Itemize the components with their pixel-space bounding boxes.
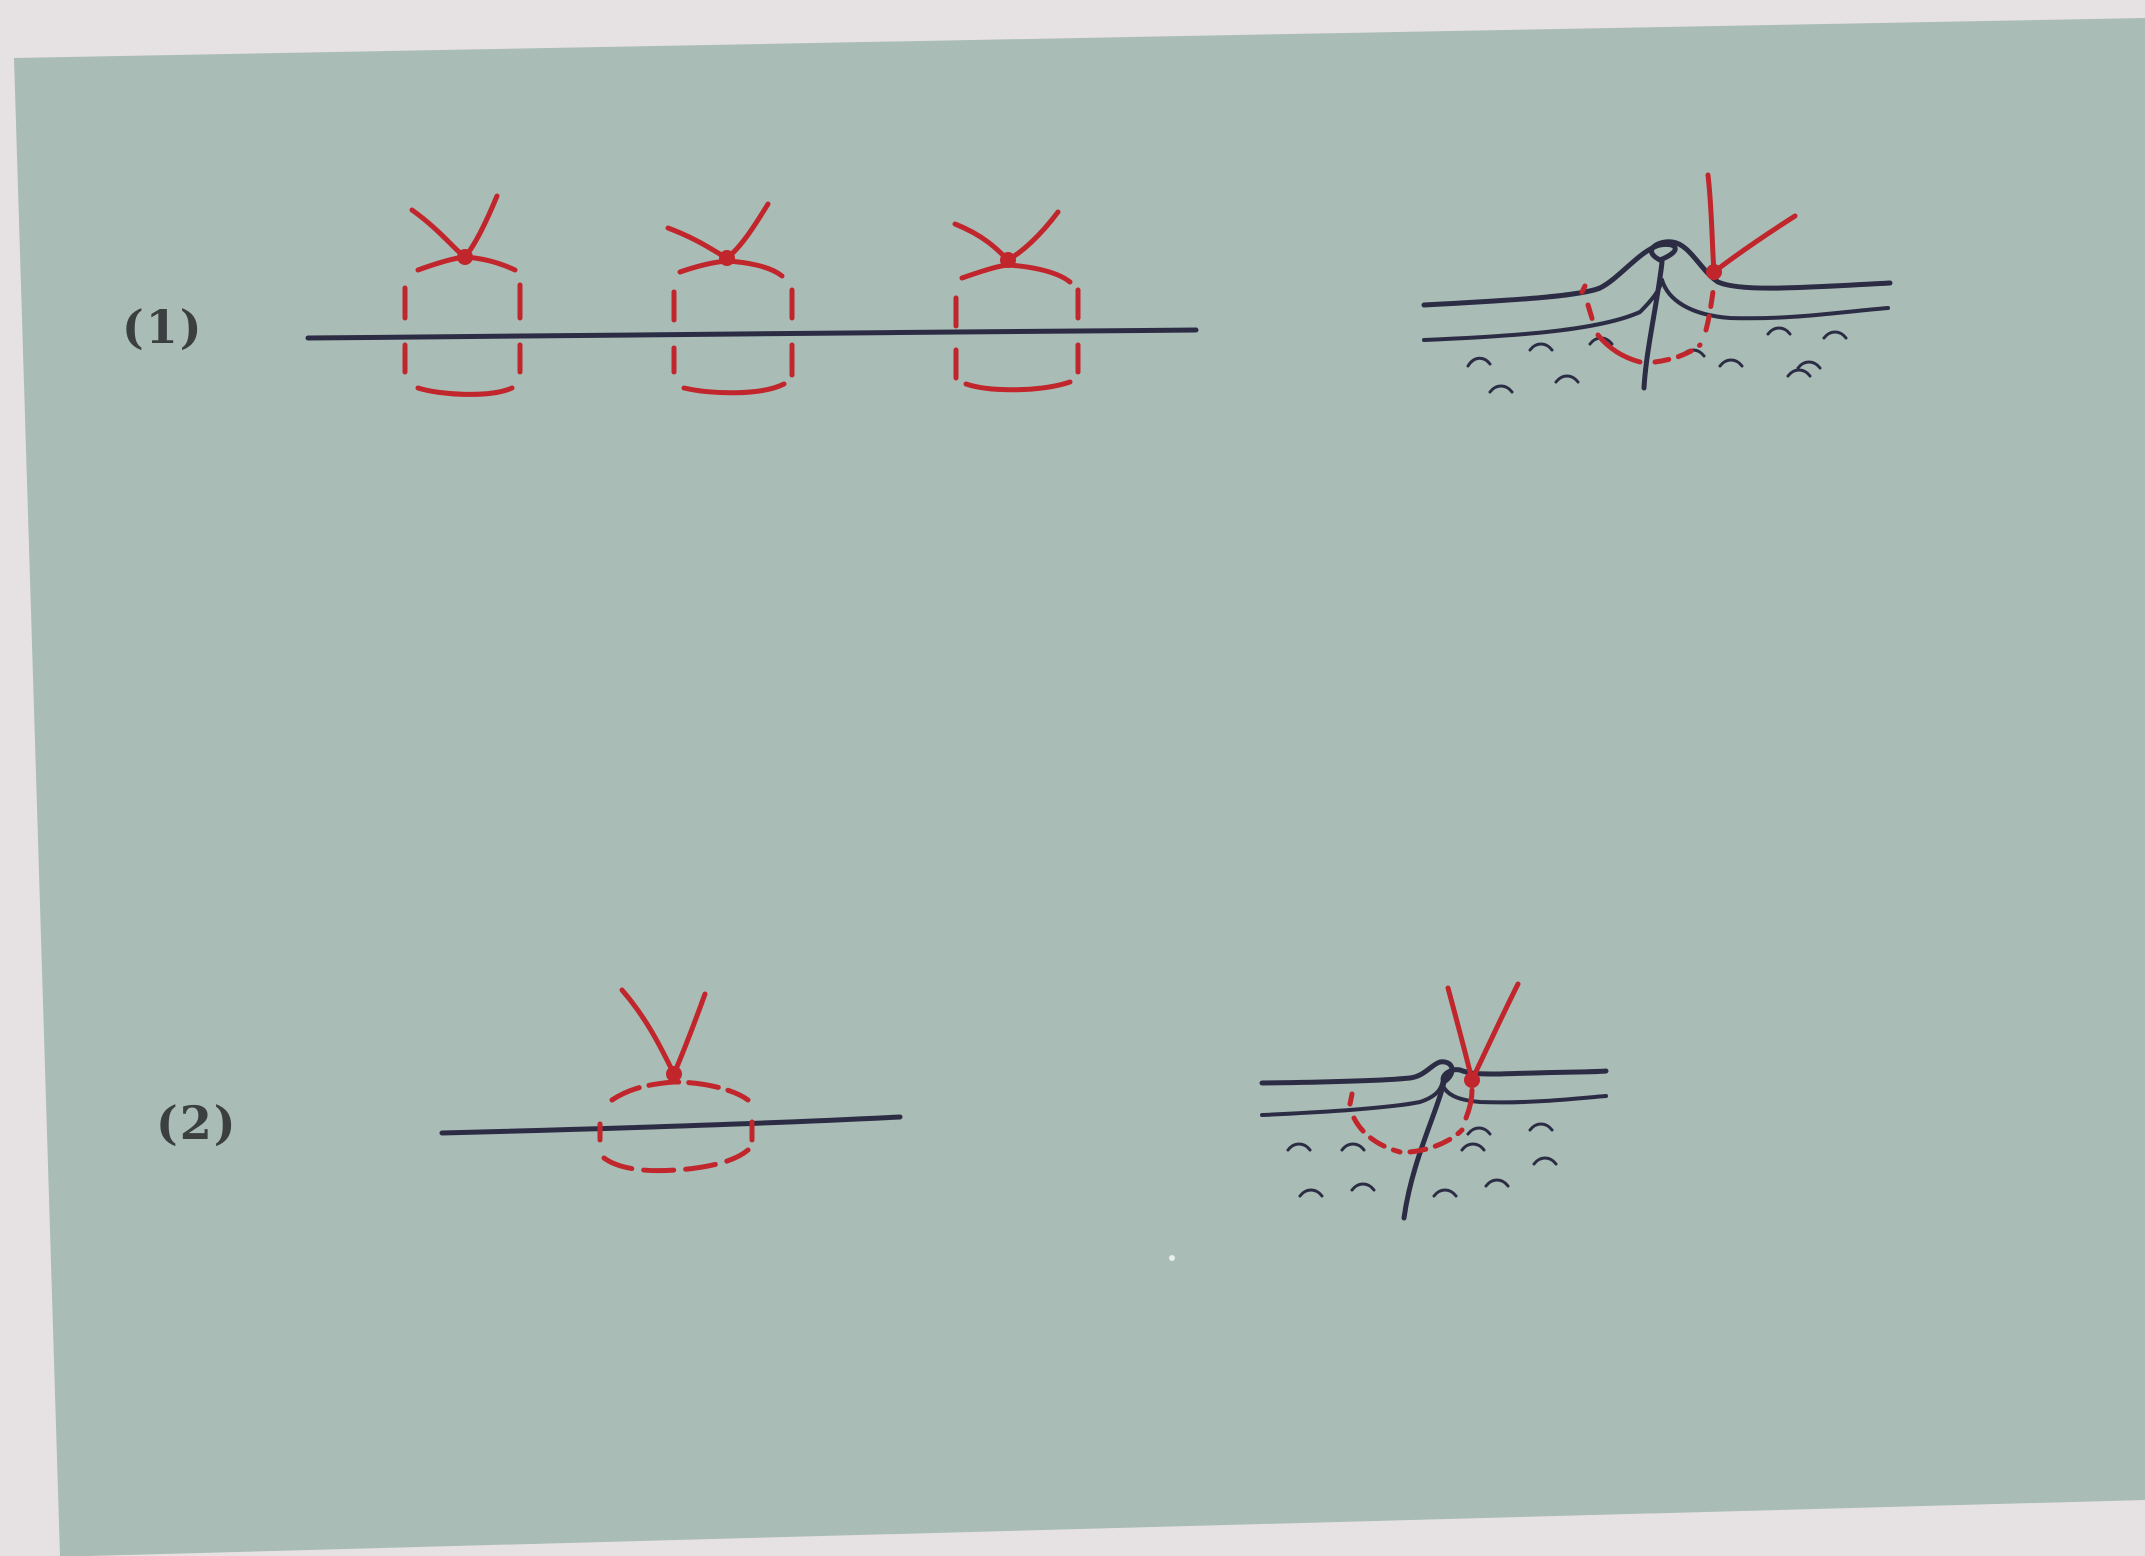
speck [1169, 1255, 1175, 1261]
row-1-label: (1) [122, 300, 204, 354]
diagram-panel [14, 18, 2145, 1556]
row-2-label: (2) [156, 1096, 238, 1150]
